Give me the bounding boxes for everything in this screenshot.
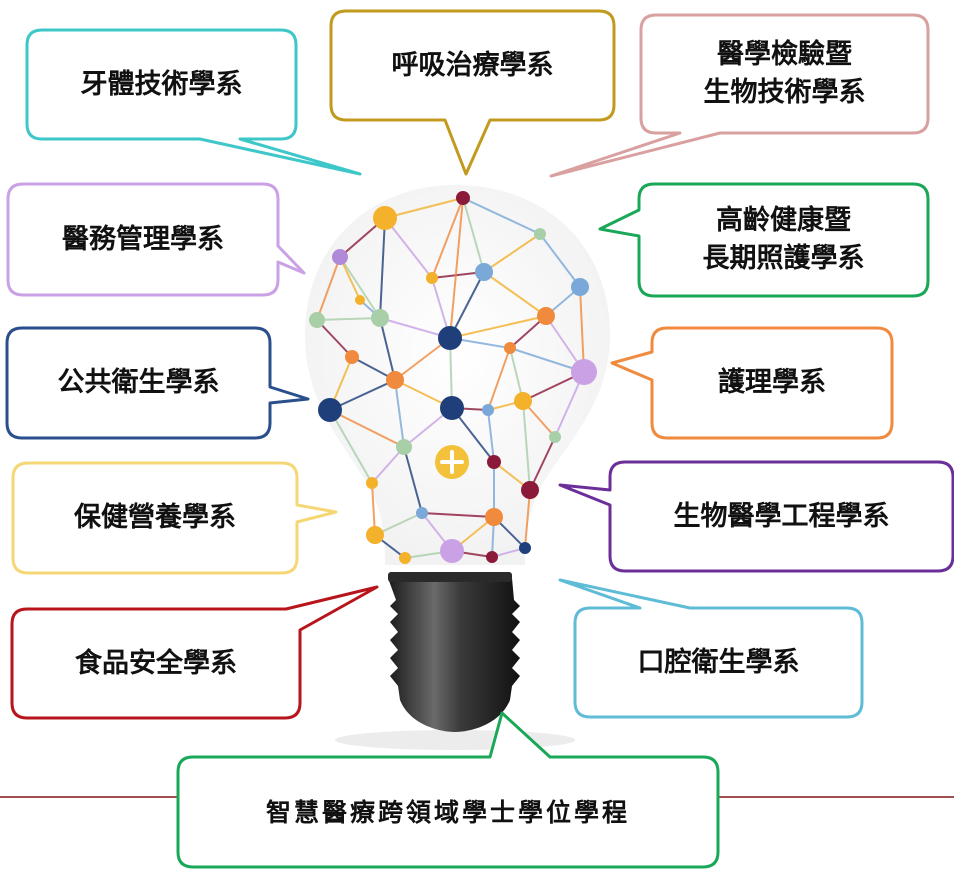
network-edge [394,379,405,448]
network-edge [449,271,485,339]
bubble-biomedical-engineering [558,460,954,573]
network-edge [483,233,541,273]
network-edge [529,436,556,491]
network-node [487,455,501,469]
bubble-public-health [5,326,310,440]
network-edge [329,409,373,484]
bubble-healthcare-management [6,182,306,297]
bubble-medical-laboratory [549,13,930,178]
network-edge [339,256,381,319]
network-edge [487,347,511,411]
network-edge [421,512,495,518]
network-node [486,551,498,563]
network-node [519,542,531,554]
bubble-nursing [610,326,894,440]
network-node [504,342,516,354]
network-node [309,312,325,328]
network-edge [384,197,464,219]
network-edge [449,197,464,339]
bubble-smart-healthcare [176,711,720,869]
network-edge [329,409,405,448]
network-node [366,526,384,544]
label-health-nutrition: 保健營養學系 [74,502,236,534]
network-edge [522,400,531,491]
network-edge [524,489,531,549]
plus-icon [435,445,469,479]
network-edge [509,347,524,402]
network-node [571,278,589,296]
network-node [456,191,470,205]
network-edge [487,409,495,463]
label-medical-laboratory: 醫學檢驗暨 生物技術學系 [703,39,866,108]
label-gerontology-long-term-care: 高齡健康暨 長期照護學系 [702,205,865,274]
network-node [366,477,378,489]
network-edge [379,317,396,381]
network-node [534,228,546,240]
network-edge [316,317,381,321]
network-node [396,439,412,455]
bubble-health-nutrition [11,461,338,575]
network-node [440,396,464,420]
network-node [332,249,348,265]
network-edge [403,446,423,514]
network-node [371,309,389,327]
network-node [416,507,428,519]
label-food-safety: 食品安全學系 [75,647,237,679]
network-node [571,359,597,385]
network-node [475,263,493,281]
network-edge [431,197,464,279]
network-node [482,404,494,416]
network-node [485,508,503,526]
network-node [438,326,462,350]
network-node [373,206,397,230]
bubble-food-safety [10,585,379,720]
network-edges [316,197,585,559]
network-nodes [309,191,597,564]
network-edge [316,256,341,321]
label-respiratory-therapy: 呼吸治療學系 [391,49,554,81]
network-node [537,307,555,325]
network-node [355,295,365,305]
network-node [345,350,359,364]
network-edge [449,315,547,339]
label-public-health: 公共衛生學系 [57,367,220,399]
lightbulb-network-icon [305,185,610,750]
network-edge [462,197,541,235]
network-edge [379,217,386,319]
network-edge [384,217,433,279]
bubble-dental-technology [25,28,362,176]
label-biomedical-engineering: 生物醫學工程學系 [673,500,890,532]
label-smart-healthcare-program: 智慧醫療跨領域學士學位學程 [265,797,630,827]
label-oral-hygiene: 口腔衛生學系 [637,646,800,678]
network-node [386,371,404,389]
bubble-oral-hygiene [558,578,864,719]
network-node [318,398,342,422]
network-node [399,552,411,564]
bubble-respiratory-therapy [329,9,616,176]
network-edge [579,286,585,373]
bulb-base [335,572,575,750]
network-edge [379,317,451,339]
network-node [521,481,539,499]
network-edge [539,233,581,288]
network-node [514,392,532,410]
network-edge [371,446,405,484]
network-node [549,431,561,443]
network-edge [483,271,547,317]
label-dental-technology: 牙體技術學系 [80,68,243,100]
label-healthcare-management: 醫務管理學系 [62,223,224,255]
network-edge [462,197,485,273]
network-node [440,539,464,563]
network-node [426,272,438,284]
network-edge [316,319,353,358]
label-nursing: 護理學系 [718,367,826,399]
bubble-gerontology [598,182,930,298]
